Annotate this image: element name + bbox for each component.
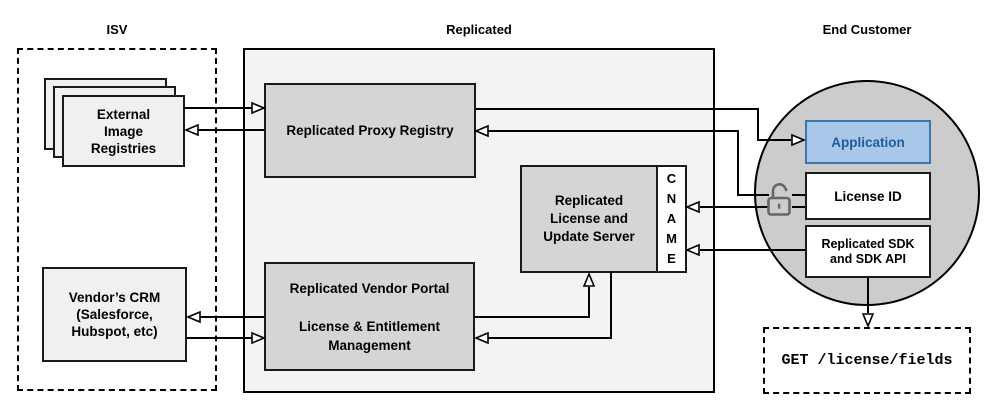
isv-section-label: ISV xyxy=(106,22,128,37)
vendor-portal-node: Replicated Vendor Portal License & Entit… xyxy=(264,262,475,371)
cname-node: C N A M E xyxy=(656,165,687,273)
license-id-node: License ID xyxy=(805,172,931,220)
replicated-section-label: Replicated xyxy=(446,22,512,37)
external-registries-node: External Image Registries xyxy=(62,95,185,167)
get-license-fields-node: GET /license/fields xyxy=(763,327,971,394)
license-update-server-node: Replicated License and Update Server xyxy=(520,165,658,273)
proxy-registry-node: Replicated Proxy Registry xyxy=(264,83,476,178)
vendor-crm-node: Vendor’s CRM (Salesforce, Hubspot, etc) xyxy=(42,267,187,362)
isv-boundary xyxy=(17,48,217,391)
application-node: Application xyxy=(805,120,931,164)
replicated-sdk-node: Replicated SDK and SDK API xyxy=(805,225,931,278)
arrowhead-icon xyxy=(861,313,875,329)
unlock-icon xyxy=(767,183,791,216)
end-customer-section-label: End Customer xyxy=(822,22,912,37)
